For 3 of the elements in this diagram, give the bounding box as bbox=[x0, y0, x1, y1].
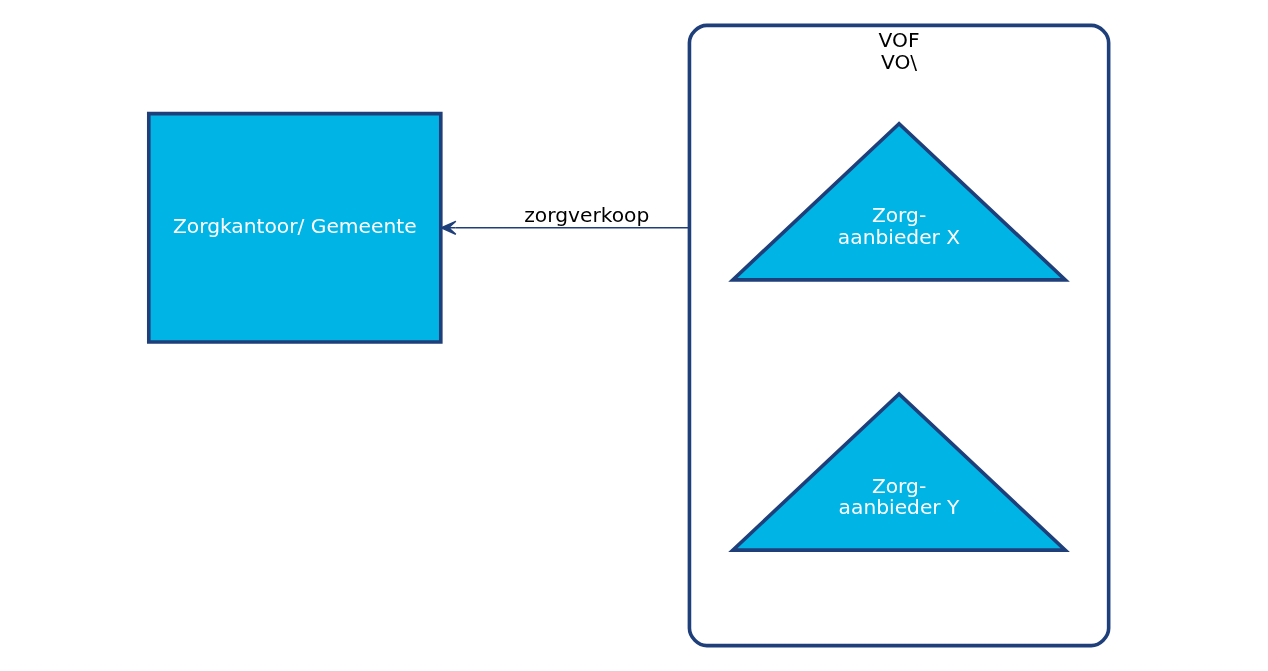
edge-label: zorgverkoop bbox=[523, 203, 649, 228]
arrow bbox=[440, 220, 690, 236]
node-box: Zorgkantoor/ Gemeente bbox=[146, 111, 443, 344]
